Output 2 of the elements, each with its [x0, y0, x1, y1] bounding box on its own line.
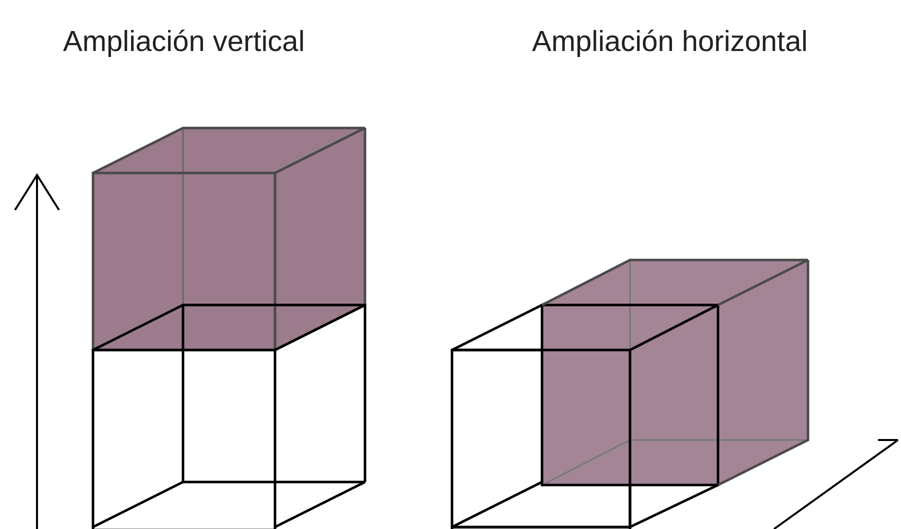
heading: Ampliación horizontal [532, 25, 808, 60]
heading: Ampliación vertical [63, 25, 305, 60]
